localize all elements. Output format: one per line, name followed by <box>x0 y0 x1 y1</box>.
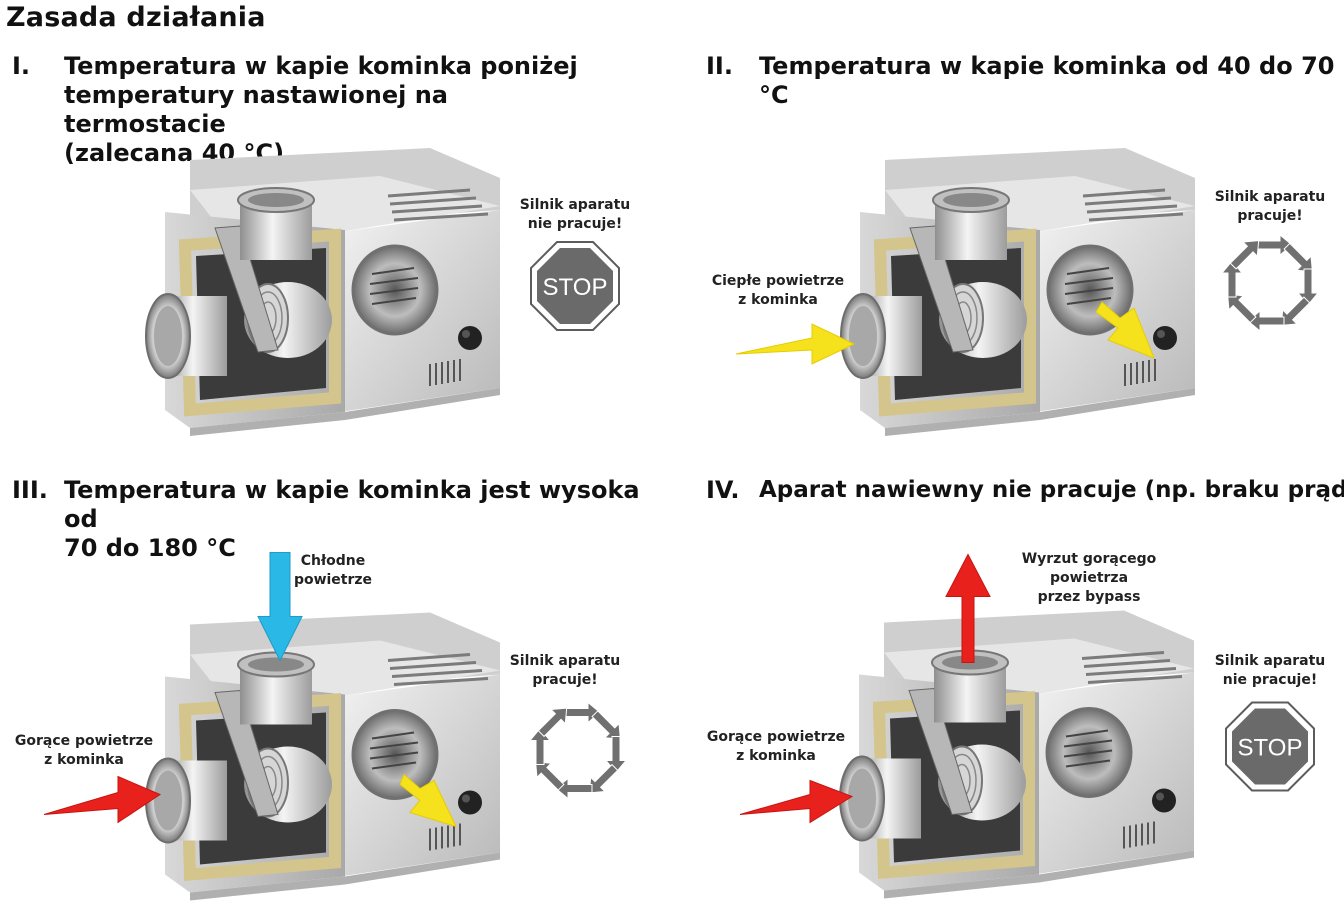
warm-air-inlet-arrow-icon <box>735 323 856 365</box>
rotation-cycle-icon <box>1220 233 1320 333</box>
rotation-cycle-icon <box>528 700 628 801</box>
warm-air-flow-arrow-icon <box>399 773 457 828</box>
stop-sign-text: STOP <box>543 274 608 301</box>
panel-1: I. Temperatura w kapie kominka poniżej t… <box>0 46 672 486</box>
hot-air-bypass-arrow-icon <box>945 553 991 663</box>
motor-status-label: Silnik aparatu nie pracuje! <box>1214 653 1326 688</box>
motor-status-label: Silnik aparatu nie pracuje! <box>519 197 631 232</box>
panel-heading: Aparat nawiewny nie pracuje (np. braku p… <box>759 477 1344 503</box>
panel-4: IV. Aparat nawiewny nie pracuje (np. bra… <box>672 470 1344 901</box>
stop-sign-icon: STOP <box>530 241 620 331</box>
cool-air-label: Chłodne powietrze <box>293 553 373 588</box>
page-title: Zasada działania <box>6 2 266 33</box>
fan-unit-illustration <box>43 552 628 910</box>
inlet-label: Gorące powietrze z kominka <box>706 729 846 764</box>
bypass-label: Wyrzut gorącego powietrza przez bypass <box>1021 551 1157 605</box>
fan-unit-illustration <box>735 46 1320 486</box>
motor-status-label: Silnik aparatu pracuje! <box>1214 189 1326 224</box>
stop-sign-icon: STOP <box>1225 701 1315 792</box>
panel-heading: Temperatura w kapie kominka poniżej temp… <box>64 52 578 167</box>
motor-status-label: Silnik aparatu pracuje! <box>509 653 621 688</box>
hot-air-inlet-arrow-icon <box>43 775 162 824</box>
fan-unit-illustration: STOP <box>0 46 620 486</box>
cool-air-arrow-icon <box>257 552 303 662</box>
stop-sign-text: STOP <box>1238 735 1303 762</box>
panel-heading: Temperatura w kapie kominka od 40 do 70 … <box>759 52 1335 109</box>
panel-heading: Temperatura w kapie kominka jest wysoka … <box>64 476 640 562</box>
panel-numeral: III. <box>12 476 48 504</box>
panel-numeral: I. <box>12 52 31 80</box>
fan-unit-illustration: STOP <box>739 553 1315 910</box>
panel-numeral: II. <box>706 52 733 80</box>
panel-3: III. Temperatura w kapie kominka jest wy… <box>0 470 672 901</box>
panel-2: II. Temperatura w kapie kominka od 40 do… <box>672 46 1344 486</box>
inlet-label: Ciepłe powietrze z kominka <box>711 273 845 308</box>
hot-air-inlet-arrow-icon <box>739 779 854 824</box>
warm-air-flow-arrow-icon <box>1095 301 1155 359</box>
inlet-label: Gorące powietrze z kominka <box>14 733 154 768</box>
panel-numeral: IV. <box>706 476 740 504</box>
